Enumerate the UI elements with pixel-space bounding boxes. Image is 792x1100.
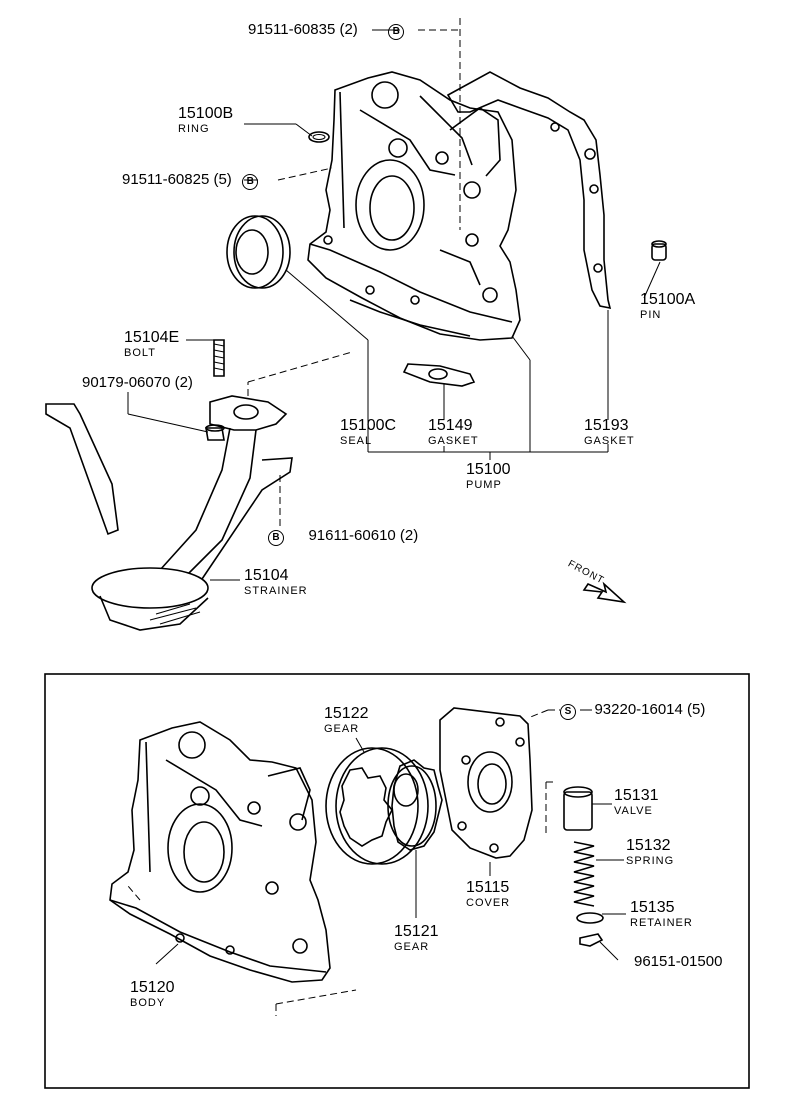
seal-15100c-label: 15100C SEAL [340, 417, 397, 447]
body-15120-label: 15120 BODY [130, 979, 175, 1009]
circled-b-icon: B [388, 24, 405, 40]
nut-90179-label: 90179-06070 (2) [82, 374, 193, 391]
spring-15132-drawing [573, 841, 595, 907]
body-15120-drawing [109, 721, 331, 983]
bolt-60610-label: B 91611-60610 (2) [268, 528, 418, 546]
leader-lines-upper [127, 18, 661, 581]
oil-pump-drawing [307, 71, 521, 341]
screw-93220-label: S 93220-16014 (5) [560, 702, 705, 720]
gasket-15149-label: 15149 GASKET [428, 417, 479, 447]
circled-b-icon: B [242, 174, 259, 190]
retainer-15135-drawing [576, 912, 604, 924]
seal-15100c-drawing [226, 215, 291, 289]
valve-15131-label: 15131 VALVE [614, 787, 659, 817]
gear-15121-drawing [387, 759, 443, 851]
strainer-15104-label: 15104 STRAINER [244, 567, 308, 597]
front-arrow-icon [582, 581, 627, 604]
clip-96151-label: 96151-01500 [634, 953, 723, 970]
pin-15100a-label: 15100A PIN [640, 291, 696, 321]
leader-lines-lower [127, 709, 626, 1016]
strainer-15104-drawing [45, 395, 293, 631]
ring-15100b-drawing [308, 131, 330, 143]
gasket-15193-label: 15193 GASKET [584, 417, 635, 447]
bolt-15104e-drawing [213, 339, 225, 377]
circled-b-icon: B [268, 530, 284, 546]
cover-15115-drawing [439, 707, 533, 859]
pin-15100a-drawing [651, 240, 667, 261]
gear-15122-label: 15122 GEAR [324, 705, 369, 735]
valve-15131-drawing [563, 786, 593, 831]
circled-s-icon: S [560, 704, 576, 720]
ring-15100b-label: 15100B RING [178, 105, 234, 135]
cover-15115-label: 15115 COVER [466, 879, 511, 909]
bolt-15104e-label: 15104E BOLT [124, 329, 180, 359]
clip-96151-drawing [579, 933, 604, 947]
pump-15100-label: 15100 PUMP [466, 461, 511, 491]
bolt-60825-label: 91511-60825 (5) B [122, 172, 259, 190]
gear-15121-label: 15121 GEAR [394, 923, 439, 953]
gear-15122-drawing [325, 747, 429, 865]
bolt-60835-label: 91511-60835 (2) B [248, 22, 405, 40]
spring-15132-label: 15132 SPRING [626, 837, 675, 867]
retainer-15135-label: 15135 RETAINER [630, 899, 693, 929]
detail-box [44, 673, 750, 1089]
gasket-15193-drawing [446, 71, 612, 310]
gasket-15149-drawing [402, 363, 476, 387]
